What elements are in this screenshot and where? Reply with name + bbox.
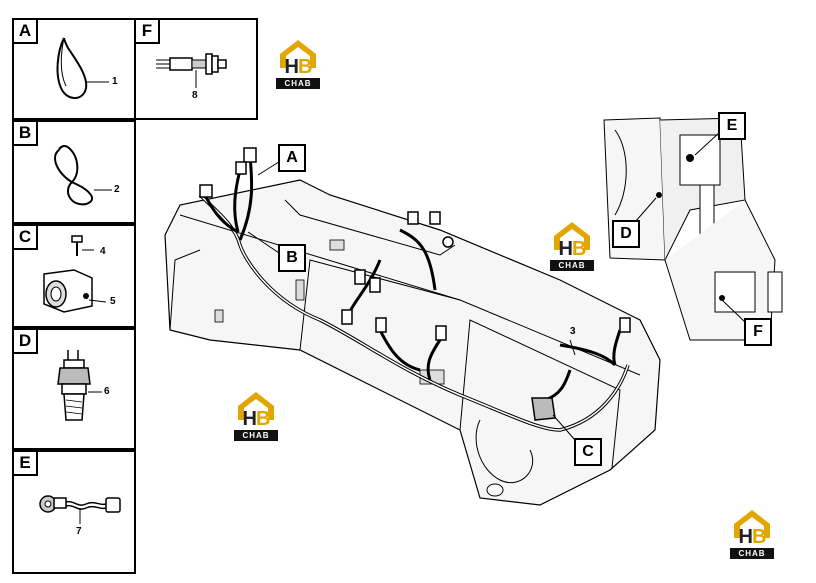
item-number: 6 (104, 386, 110, 397)
panel-letter: C (14, 226, 38, 250)
panel-letter: F (136, 20, 160, 44)
item-number: 7 (76, 526, 82, 537)
callout-d: D (612, 220, 640, 248)
cable-loop-icon (54, 145, 112, 206)
house-icon (280, 40, 316, 68)
panel-b: B 2 (12, 120, 136, 224)
house-icon (238, 392, 274, 420)
house-icon (554, 222, 590, 250)
panel-letter: D (14, 330, 38, 354)
brand-logo: HB CHAB (546, 220, 598, 272)
item-number: 8 (192, 90, 198, 101)
bolt-clamp-icon (43, 235, 107, 313)
logo-mark: HB (284, 56, 313, 78)
logo-mark: HB (242, 408, 271, 430)
panel-letter: B (14, 122, 38, 146)
sensor-icon (57, 350, 102, 421)
callout-e: E (718, 112, 746, 140)
proximity-sensor-icon (156, 53, 227, 88)
logo-tag: CHAB (730, 548, 774, 559)
panel-letter: A (14, 20, 38, 44)
panel-d: D 6 (12, 328, 136, 450)
callout-a: A (278, 144, 306, 172)
brand-logo: HB CHAB (272, 38, 324, 90)
brand-logo: HB CHAB (726, 508, 778, 560)
callout-b: B (278, 244, 306, 272)
item-number: 4 (100, 246, 106, 257)
logo-tag: CHAB (276, 78, 320, 89)
item-number: 2 (114, 184, 120, 195)
panel-c: C 4 5 (12, 224, 136, 328)
logo-mark: HB (738, 526, 767, 548)
panel-a: A 1 (12, 18, 136, 120)
brand-logo: HB CHAB (230, 390, 282, 442)
item-number: 5 (110, 296, 116, 307)
callout-c: C (574, 438, 602, 466)
panel-f: F 8 (134, 18, 258, 120)
switch-harness-icon (39, 495, 121, 524)
logo-mark: HB (558, 238, 587, 260)
house-icon (734, 510, 770, 538)
logo-tag: CHAB (234, 430, 278, 441)
item-number: 3 (570, 326, 576, 337)
cable-tie-icon (56, 37, 109, 99)
panel-e: E 7 (12, 450, 136, 574)
item-number: 1 (112, 76, 118, 87)
panel-letter: E (14, 452, 38, 476)
logo-tag: CHAB (550, 260, 594, 271)
callout-f: F (744, 318, 772, 346)
